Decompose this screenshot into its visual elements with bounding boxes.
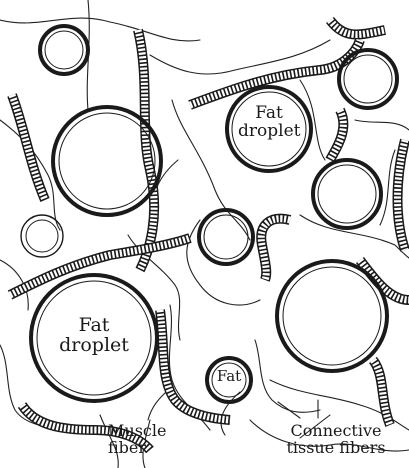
fat-droplet-lower-label: Fat droplet xyxy=(55,316,133,356)
fat-droplet-circle xyxy=(59,113,155,209)
connective-tissue-line2: tissue fibers xyxy=(268,440,404,457)
connective-fiber xyxy=(0,18,200,41)
fat-small-label: Fat xyxy=(212,369,246,385)
fat-droplet-circle xyxy=(21,215,63,257)
connective-tissue-label: Connective tissue fibers xyxy=(268,423,404,457)
fat-droplet-circle xyxy=(344,55,392,103)
connective-fiber xyxy=(300,80,325,160)
muscle-fiber-band xyxy=(160,310,230,420)
fat-droplet-circle xyxy=(339,50,397,108)
fat-droplet-circle xyxy=(277,261,387,371)
fat-droplet-circle xyxy=(40,26,88,74)
fat-droplet-lower-line2: droplet xyxy=(55,336,133,356)
muscle-fiber-striations xyxy=(160,310,230,420)
fat-droplet-circle xyxy=(283,267,381,365)
fat-droplet-circle xyxy=(313,160,381,228)
fat-droplet-lower-line1: Fat xyxy=(55,316,133,336)
muscle-fiber-label: Muscle fiber xyxy=(108,423,166,457)
fat-droplet-upper-line2: droplet xyxy=(238,123,300,141)
fat-droplet-circle xyxy=(45,31,83,69)
connective-fiber xyxy=(355,120,409,130)
fat-droplet-circle xyxy=(318,165,376,223)
fat-droplet-circle xyxy=(204,215,248,259)
fat-droplet-circle xyxy=(26,220,58,252)
connective-fiber xyxy=(0,120,60,230)
connective-leader xyxy=(278,402,300,418)
fat-droplet-upper-label: Fat droplet xyxy=(238,105,300,141)
muscle-fiber-leader xyxy=(148,392,166,420)
muscle-fiber-line2: fiber xyxy=(108,440,166,457)
connective-fiber xyxy=(300,215,409,258)
fat-droplet-circle xyxy=(199,210,253,264)
